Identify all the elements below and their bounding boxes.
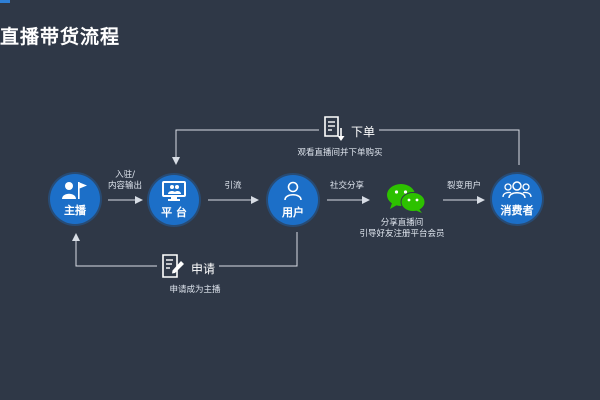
node-platform: 平 台	[149, 175, 199, 225]
apply-description: 申请成为主播	[169, 285, 221, 295]
person-icon	[283, 181, 303, 205]
node-user: 用户	[268, 175, 318, 225]
edge-label-fission: 裂变用户	[446, 181, 481, 191]
node-consumer: 消费者	[492, 174, 542, 224]
order-document-icon	[323, 116, 345, 146]
apply-tag: 申请	[157, 253, 220, 283]
node-anchor: 主播	[50, 174, 100, 224]
monitor-users-icon	[162, 181, 186, 205]
page-title: 直播带货流程	[0, 26, 121, 48]
apply-title: 申请	[191, 261, 216, 276]
title-accent-bar	[0, 0, 10, 3]
apply-pen-icon	[161, 253, 185, 283]
order-tag: 下单	[319, 116, 380, 146]
node-user-label: 用户	[282, 206, 304, 219]
edge-label-traffic: 引流	[224, 181, 242, 191]
wechat-icon	[386, 182, 426, 218]
node-anchor-label: 主播	[64, 204, 86, 217]
order-title: 下单	[351, 124, 376, 139]
edge-label-social-share: 社交分享	[329, 181, 364, 191]
edge-label-share-room: 分享直播间 引导好友注册平台会员	[359, 218, 445, 239]
order-description: 观看直播间并下单购买	[297, 148, 383, 158]
node-platform-label: 平 台	[161, 206, 187, 219]
group-icon	[502, 181, 532, 203]
edge-label-settle: 入驻/ 内容输出	[107, 170, 142, 191]
node-consumer-label: 消费者	[500, 204, 534, 217]
user-flag-icon	[62, 181, 88, 203]
